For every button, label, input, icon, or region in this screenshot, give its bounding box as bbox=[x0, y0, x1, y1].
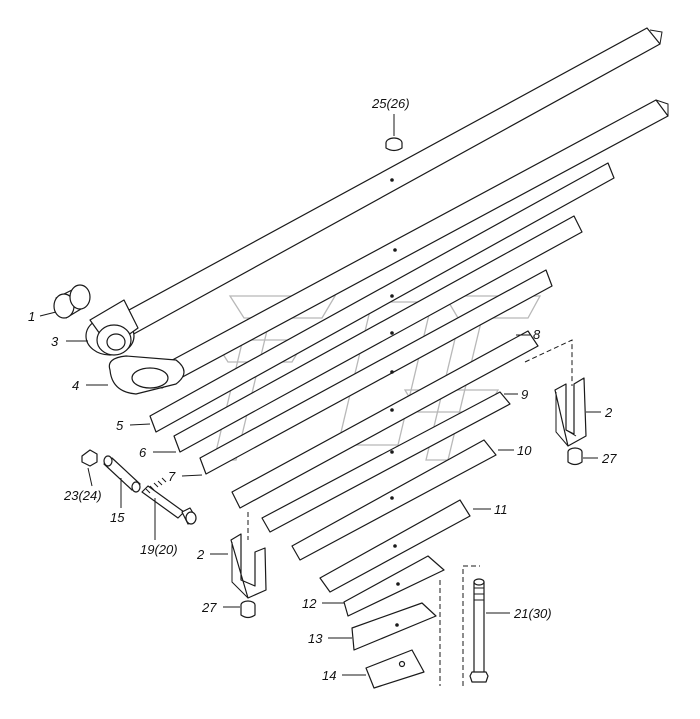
callout-7: 7 bbox=[168, 469, 176, 484]
leaf-8 bbox=[231, 330, 539, 509]
threaded-bolt bbox=[141, 477, 197, 525]
leaf-9 bbox=[261, 391, 511, 533]
callout-3: 3 bbox=[51, 334, 59, 349]
callout-27-right: 27 bbox=[601, 451, 617, 466]
center-bolt bbox=[439, 565, 489, 686]
callout-2-right: 2 bbox=[604, 405, 613, 420]
callout-5: 5 bbox=[116, 418, 124, 433]
callout-23-24: 23(24) bbox=[63, 488, 102, 503]
callout-13: 13 bbox=[308, 631, 323, 646]
leaf-5 bbox=[149, 162, 615, 433]
callout-14: 14 bbox=[322, 668, 336, 683]
sleeve bbox=[53, 284, 91, 319]
callout-12: 12 bbox=[302, 596, 317, 611]
callout-25-26: 25(26) bbox=[371, 96, 410, 111]
callout-4: 4 bbox=[72, 378, 79, 393]
callout-9: 9 bbox=[521, 387, 528, 402]
callout-8: 8 bbox=[533, 327, 541, 342]
leaf-7 bbox=[199, 269, 553, 475]
leaf-6 bbox=[173, 215, 583, 453]
cap-right bbox=[567, 447, 583, 466]
second-leaf bbox=[108, 99, 669, 395]
callout-1: 1 bbox=[28, 309, 35, 324]
callout-21-30: 21(30) bbox=[513, 606, 552, 621]
leaf-13 bbox=[351, 602, 437, 651]
cap-left bbox=[240, 600, 256, 619]
leaf-11 bbox=[319, 499, 471, 593]
callout-19-20: 19(20) bbox=[140, 542, 178, 557]
nut-small bbox=[81, 449, 98, 467]
leaf-14 bbox=[365, 649, 425, 689]
eye-bushing bbox=[85, 299, 139, 356]
callout-6: 6 bbox=[139, 445, 147, 460]
leader-lines bbox=[39, 114, 601, 676]
leaf-12 bbox=[343, 555, 445, 617]
nut-top bbox=[385, 137, 403, 152]
pin bbox=[103, 455, 141, 493]
leaf-10 bbox=[291, 439, 497, 561]
callout-2-left: 2 bbox=[196, 547, 205, 562]
callout-27-left: 27 bbox=[201, 600, 217, 615]
callout-10: 10 bbox=[517, 443, 532, 458]
u-clamp-right bbox=[524, 339, 587, 447]
u-clamp-left bbox=[230, 512, 267, 599]
callout-11: 11 bbox=[494, 502, 508, 517]
callout-15: 15 bbox=[110, 510, 125, 525]
